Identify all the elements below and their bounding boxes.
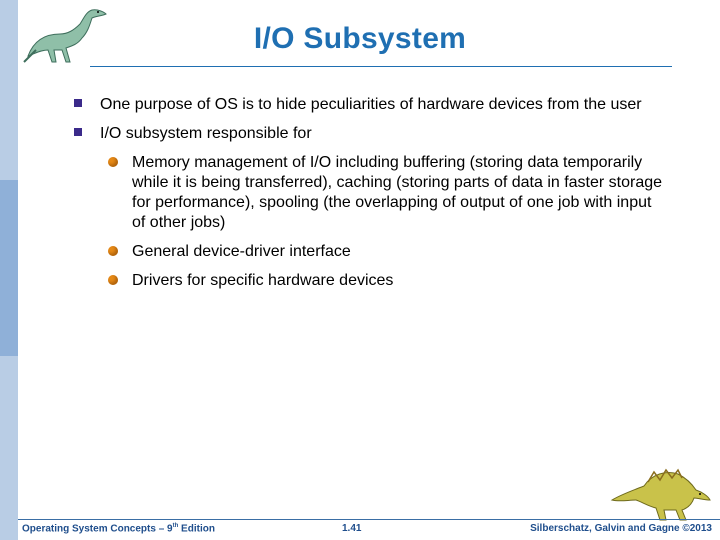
- title-divider: [90, 66, 672, 67]
- list-item: Drivers for specific hardware devices: [74, 271, 664, 291]
- bullet-text: General device-driver interface: [132, 243, 351, 260]
- list-item: One purpose of OS is to hide peculiariti…: [74, 95, 664, 115]
- bullet-text: One purpose of OS is to hide peculiariti…: [100, 96, 642, 113]
- bullet-text: Memory management of I/O including buffe…: [132, 154, 663, 231]
- dinosaur-icon: [610, 468, 711, 521]
- list-item: I/O subsystem responsible for: [74, 124, 664, 144]
- round-bullet-icon: [108, 275, 118, 285]
- sidebar-band: [0, 180, 18, 356]
- list-item: General device-driver interface: [74, 242, 664, 262]
- bullet-list: One purpose of OS is to hide peculiariti…: [74, 95, 664, 300]
- bullet-text: Drivers for specific hardware devices: [132, 272, 394, 289]
- dinosaur-icon: [23, 9, 107, 63]
- sidebar-strip: [0, 0, 18, 540]
- bullet-text: I/O subsystem responsible for: [100, 125, 312, 142]
- square-bullet-icon: [74, 128, 82, 136]
- footer-copyright: Silberschatz, Galvin and Gagne ©2013: [530, 523, 712, 534]
- footer-page-number: 1.41: [342, 523, 362, 534]
- footer-divider: [18, 519, 720, 520]
- square-bullet-icon: [74, 99, 82, 107]
- round-bullet-icon: [108, 157, 118, 167]
- list-item: Memory management of I/O including buffe…: [74, 153, 664, 233]
- page-title: I/O Subsystem: [253, 22, 467, 55]
- round-bullet-icon: [108, 246, 118, 256]
- footer-book-title: Operating System Concepts – 9th Edition: [22, 523, 215, 535]
